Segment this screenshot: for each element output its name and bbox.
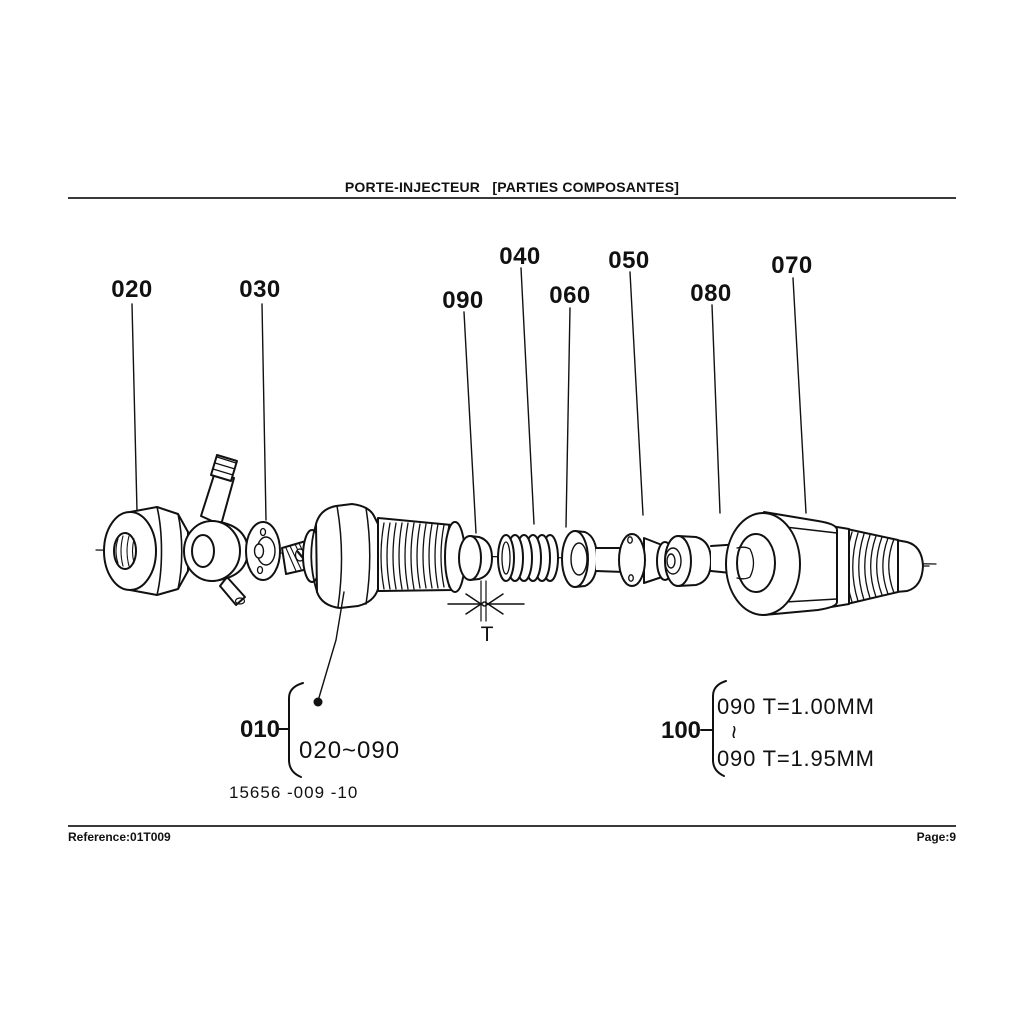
push-rod-drawing [596,548,624,572]
shim-callout-line2: 090 T=1.95MM [717,746,875,771]
part-label-040: 040 [499,243,541,270]
bracket-100 [701,681,726,776]
page-title: PORTE-INJECTEUR [PARTIES COMPOSANTES] [344,179,680,195]
shim-callout-tilde: ~ [720,724,748,740]
group-callout-label: 010 [239,716,281,743]
header-rule [68,197,956,199]
spring-seat-060-drawing [562,531,597,587]
bracket-010 [279,683,303,777]
footer: Reference:01T009 Page:9 [68,830,956,844]
spacer-080-drawing [665,536,711,586]
part-label-080: 080 [690,280,732,307]
holder-nut-070-drawing [726,512,929,615]
part-label-060: 060 [549,282,591,309]
dimension-t-label: T [480,623,494,646]
reference-text: Reference:01T009 [68,830,171,844]
group-leader-010 [313,592,345,707]
injector-body-010-drawing [282,504,465,608]
shim-callout-line1: 090 T=1.00MM [717,694,875,719]
part-label-070: 070 [771,252,813,279]
group-callout-range: 020~090 [299,737,401,764]
leader-lines [132,268,806,533]
hex-nut-020-drawing [104,507,188,595]
part-label-030: 030 [239,276,281,303]
page-number: Page:9 [916,830,956,844]
spring-040-drawing [498,535,558,581]
stop-plate-050-drawing [619,534,673,586]
banjo-fitting-030-drawing [184,455,248,605]
thickness-dimension [448,581,524,621]
shim-callout-label: 100 [660,717,702,744]
part-label-020: 020 [111,276,153,303]
part-number-code: 15656 -009 -10 [229,783,359,802]
part-label-090: 090 [442,287,484,314]
part-label-050: 050 [608,247,650,274]
washer-plate-drawing [246,522,280,580]
footer-rule [68,825,956,827]
shim-090-drawing [459,536,492,580]
